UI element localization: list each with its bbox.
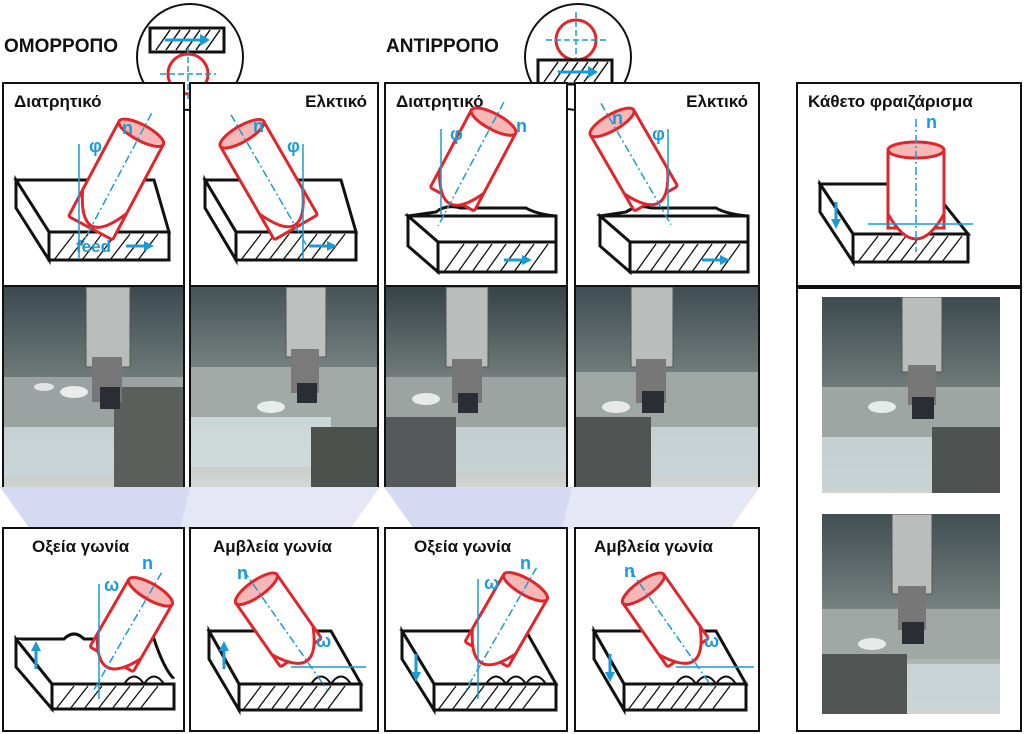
heading-opposite: ΑΝΤΙΡΡΟΠΟ [386,36,499,57]
heading-concurrent: ΟΜΟΡΡΟΠΟ [4,36,119,57]
rotation-label: n [624,561,635,581]
fan-opposite [384,487,760,529]
panel-obtuse-concurrent: Αμβλεία γωνία ω n [189,527,379,732]
panel-label: Οξεία γωνία [414,537,512,556]
phi-label: φ [287,136,300,156]
phi-label: φ [89,136,102,156]
panel-label: Διατρητικό [14,92,102,111]
photo-opposite-pull [574,287,760,487]
rotation-label: n [516,116,527,136]
rotation-label: n [520,553,531,573]
photo-vertical-bottom [822,514,1000,714]
panel-vertical-milling: Κάθετο φραιζάρισμα n [796,82,1022,287]
panel-acute-concurrent: Οξεία γωνία ω n [2,527,185,732]
panel-label: Διατρητικό [396,92,484,111]
panel-concurrent-push: Διατρητικό φ n feed [2,82,185,287]
panel-label: Αμβλεία γωνία [213,537,332,556]
feed-label: feed [76,237,111,256]
phi-label: φ [652,124,665,144]
rotation-label: n [237,563,248,583]
rotation-label: n [142,553,153,573]
panel-label: Κάθετο φραιζάρισμα [808,92,973,111]
panel-obtuse-opposite: Αμβλεία γωνία ω n [574,527,760,732]
panel-label: Οξεία γωνία [32,537,130,556]
panel-label: Ελκτικό [686,92,748,111]
rotation-label: n [612,108,623,128]
photo-opposite-push [384,287,568,487]
omega-label: ω [316,631,331,651]
omega-label: ω [484,573,499,593]
photo-vertical-top [822,297,1000,493]
panel-concurrent-pull: Ελκτικό φ n [189,82,379,287]
rotation-label: n [926,112,937,132]
panel-opposite-pull: Ελκτικό φ n [574,82,760,287]
photo-concurrent-push [2,287,185,487]
fan-concurrent [0,487,380,529]
phi-label: φ [450,124,463,144]
panel-label: Ελκτικό [305,92,367,111]
panel-opposite-push: Διατρητικό φ n [384,82,568,287]
omega-label: ω [704,631,719,651]
photo-concurrent-pull [189,287,379,487]
rotation-label: n [122,118,133,138]
omega-label: ω [104,575,119,595]
rotation-label: n [253,116,264,136]
panel-acute-opposite: Οξεία γωνία ω n [384,527,568,732]
panel-label: Αμβλεία γωνία [594,537,713,556]
